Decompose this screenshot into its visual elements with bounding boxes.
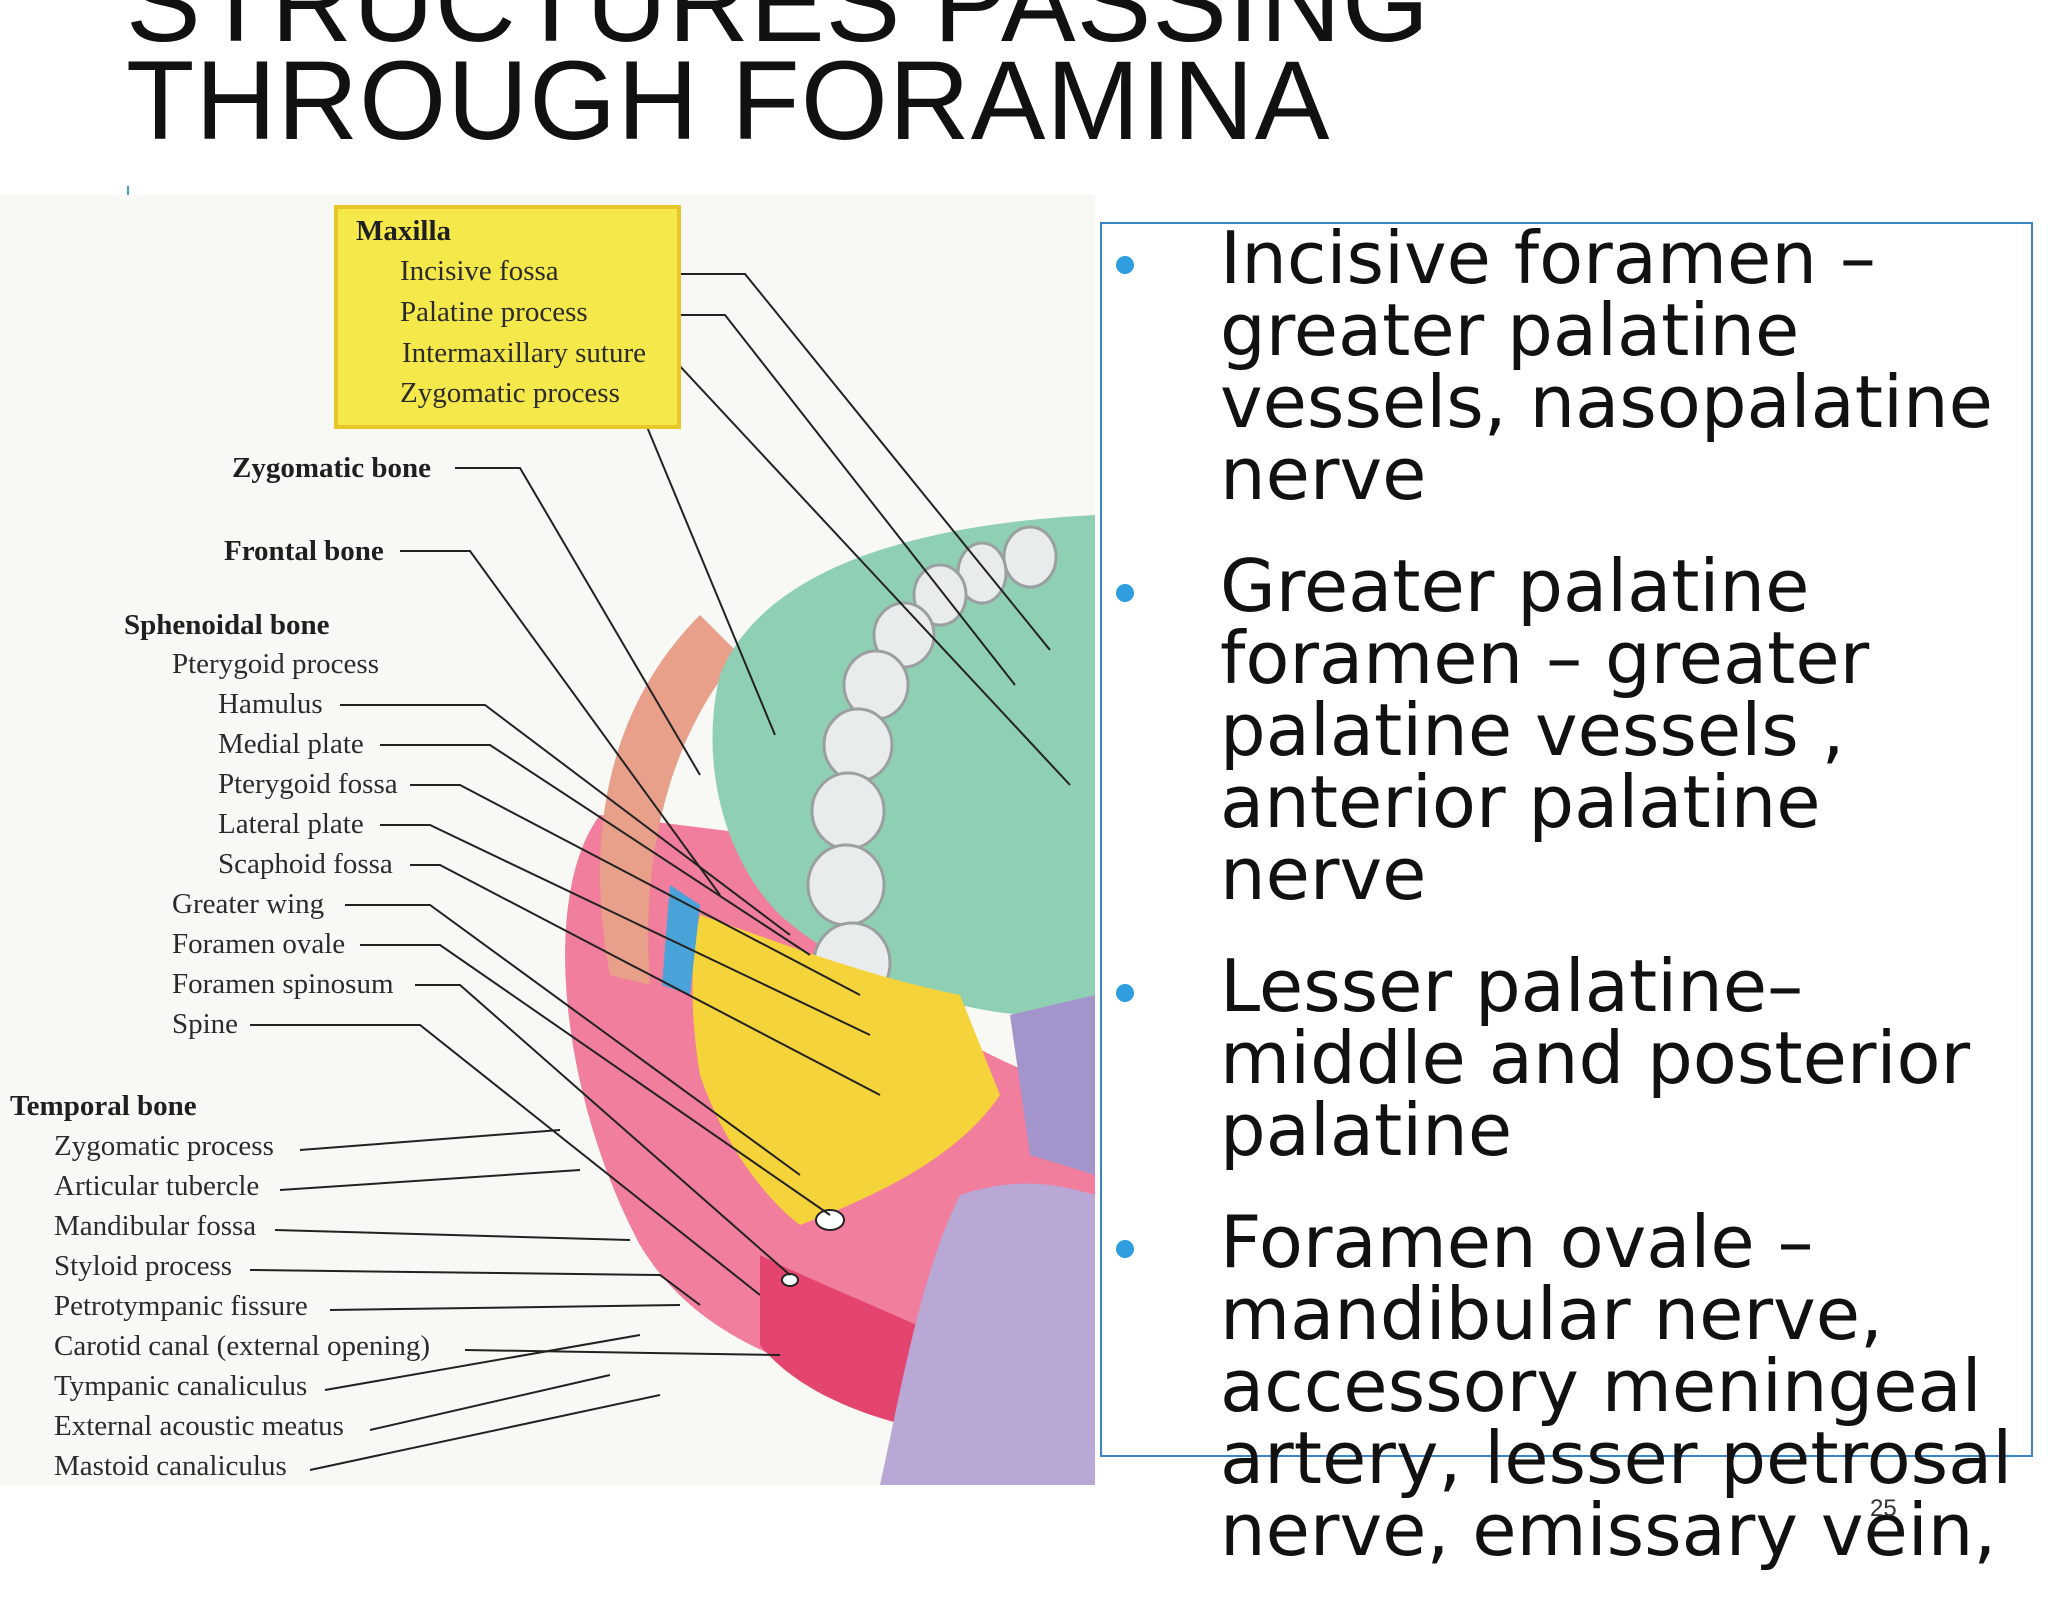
bullet-list: Incisive foramen – greater palatine vess… [1110,222,2030,1606]
title-accent-mark [127,186,129,200]
label-maxilla: Maxilla [356,215,452,247]
label-zygomatic-bone: Zygomatic bone [232,452,431,484]
bullet-item: Lesser palatine– middle and posterior pa… [1110,950,2030,1166]
label-intermaxillary-suture: Intermaxillary suture [402,337,646,369]
sphenoid-bone-shape [692,915,1000,1225]
bullet-item: Greater palatine foramen – greater palat… [1110,550,2030,910]
maxilla-highlight-box [334,205,681,429]
label-external-acoustic-meatus: External acoustic meatus [54,1410,344,1442]
bullet-text: Lesser palatine– middle and posterior pa… [1220,944,1971,1172]
content-textbox [1100,222,2033,1457]
label-articular-tubercle: Articular tubercle [54,1170,260,1202]
label-zygomatic-process-temporal: Zygomatic process [54,1130,274,1162]
bullet-item: Incisive foramen – greater palatine vess… [1110,222,2030,510]
label-pterygoid-fossa: Pterygoid fossa [218,768,398,800]
vomer-shape [1010,995,1095,1175]
label-mandibular-fossa: Mandibular fossa [54,1210,257,1242]
skull-base-illustration: Maxilla Incisive fossa Palatine process … [0,195,1095,1485]
skull-drawing [249,273,1095,1485]
label-tympanic-canaliculus: Tympanic canaliculus [54,1370,308,1402]
label-carotid-canal: Carotid canal (external opening) [54,1330,431,1362]
label-mastoid-canaliculus: Mastoid canaliculus [54,1450,287,1482]
page-number: 25 [1870,1495,1897,1522]
label-foramen-spinosum: Foramen spinosum [172,968,394,1000]
label-zygomatic-process-maxilla: Zygomatic process [400,377,620,409]
label-palatine-process: Palatine process [400,296,588,328]
label-sphenoidal-bone: Sphenoidal bone [124,609,330,641]
label-hamulus: Hamulus [218,688,323,720]
zygomatic-arch-shape [600,615,740,985]
slide-title: STRUCTURES PASSING THROUGH FORAMINA [126,0,1431,163]
bullet-text: Greater palatine foramen – greater palat… [1220,544,1870,916]
bullet-icon [1116,1240,1134,1258]
label-incisive-fossa: Incisive fossa [400,255,559,287]
greater-wing-blue [662,885,700,995]
teeth-row [806,525,1058,1005]
bullet-icon [1116,584,1134,602]
label-lateral-plate: Lateral plate [218,808,364,840]
occipital-bone-shape [880,1183,1095,1485]
label-temporal-bone: Temporal bone [10,1090,197,1122]
label-pterygoid-process: Pterygoid process [172,648,379,680]
foramen-ovale-mark [815,1209,845,1231]
label-medial-plate: Medial plate [218,728,364,760]
label-frontal-bone: Frontal bone [224,535,384,567]
label-foramen-ovale: Foramen ovale [172,928,346,960]
bullet-icon [1116,256,1134,274]
foramen-spinosum-mark [781,1273,799,1287]
label-styloid-process: Styloid process [54,1250,233,1282]
label-greater-wing: Greater wing [172,888,325,920]
label-petrotympanic-fissure: Petrotympanic fissure [54,1290,308,1322]
bullet-text: Incisive foramen – greater palatine vess… [1220,216,1993,516]
bullet-icon [1116,984,1134,1002]
label-spine: Spine [172,1008,239,1040]
label-scaphoid-fossa: Scaphoid fossa [218,848,393,880]
